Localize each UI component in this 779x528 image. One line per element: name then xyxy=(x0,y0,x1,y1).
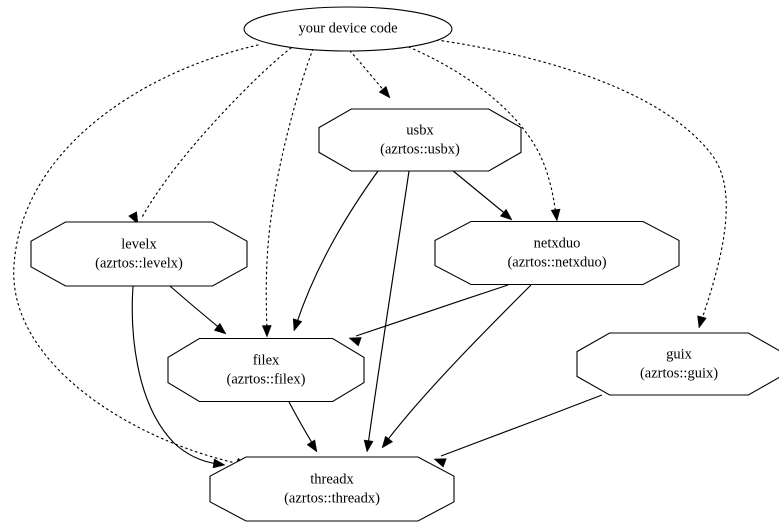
edge-levelx-filex xyxy=(169,285,227,335)
node-label-namespace: (azrtos::levelx) xyxy=(95,255,183,271)
arrowhead xyxy=(381,435,394,449)
arrowhead xyxy=(348,337,362,347)
arrowhead xyxy=(550,208,561,222)
node-shape-octagon xyxy=(318,108,522,172)
node-label-namespace: (azrtos::guix) xyxy=(640,365,718,381)
node-shape-octagon xyxy=(434,220,680,286)
arrowhead xyxy=(128,211,139,225)
arrowhead xyxy=(378,85,391,99)
node-shape-octagon xyxy=(30,221,248,287)
node-label-name: guix xyxy=(666,346,693,362)
node-label-name: levelx xyxy=(121,236,157,252)
edge-device-guix xyxy=(436,39,727,329)
edge-usbx-netxduo xyxy=(451,169,513,221)
arrowhead xyxy=(292,318,303,332)
node-label-name: usbx xyxy=(406,122,434,138)
node-layer: your device codeusbx(azrtos::usbx)levelx… xyxy=(30,6,779,522)
node-shape-octagon xyxy=(167,337,365,403)
node-label-name: filex xyxy=(253,352,280,368)
edge-device-netxduo xyxy=(403,44,561,222)
arrowhead xyxy=(213,322,227,335)
arrowhead xyxy=(212,458,226,469)
edge-layer xyxy=(13,39,727,469)
edge-netxduo-filex xyxy=(348,284,509,347)
arrowhead xyxy=(261,325,272,338)
edge-filex-threadx xyxy=(288,401,318,453)
arrowhead xyxy=(697,315,707,329)
node-label-name: your device code xyxy=(298,20,397,36)
arrowhead xyxy=(499,208,513,221)
node-filex[interactable]: filex(azrtos::filex) xyxy=(167,337,365,403)
edge-usbx-threadx xyxy=(363,170,410,453)
node-label-namespace: (azrtos::threadx) xyxy=(284,490,380,506)
edge-netxduo-threadx xyxy=(381,284,532,449)
node-label-name: threadx xyxy=(310,471,354,487)
node-shape-octagon xyxy=(576,332,779,396)
node-device[interactable]: your device code xyxy=(243,6,453,52)
edge-device-filex xyxy=(261,48,314,338)
node-usbx[interactable]: usbx(azrtos::usbx) xyxy=(318,108,522,172)
arrowhead xyxy=(306,439,318,453)
edge-device-usbx xyxy=(349,50,391,99)
node-netxduo[interactable]: netxduo(azrtos::netxduo) xyxy=(434,220,680,286)
node-shape-ellipse xyxy=(243,6,453,52)
arrowhead xyxy=(363,439,374,453)
node-label-namespace: (azrtos::filex) xyxy=(227,371,306,387)
node-label-name: netxduo xyxy=(534,235,581,251)
edge-device-levelx xyxy=(128,47,292,225)
node-label-namespace: (azrtos::netxduo) xyxy=(507,254,606,270)
edge-guix-threadx xyxy=(433,394,603,468)
node-levelx[interactable]: levelx(azrtos::levelx) xyxy=(30,221,248,287)
node-shape-octagon xyxy=(209,456,455,522)
edge-usbx-filex xyxy=(292,170,379,332)
edge-levelx-threadx xyxy=(131,285,226,469)
node-threadx[interactable]: threadx(azrtos::threadx) xyxy=(209,456,455,522)
node-guix[interactable]: guix(azrtos::guix) xyxy=(576,332,779,396)
arrowhead xyxy=(433,458,447,468)
node-label-namespace: (azrtos::usbx) xyxy=(380,141,460,157)
